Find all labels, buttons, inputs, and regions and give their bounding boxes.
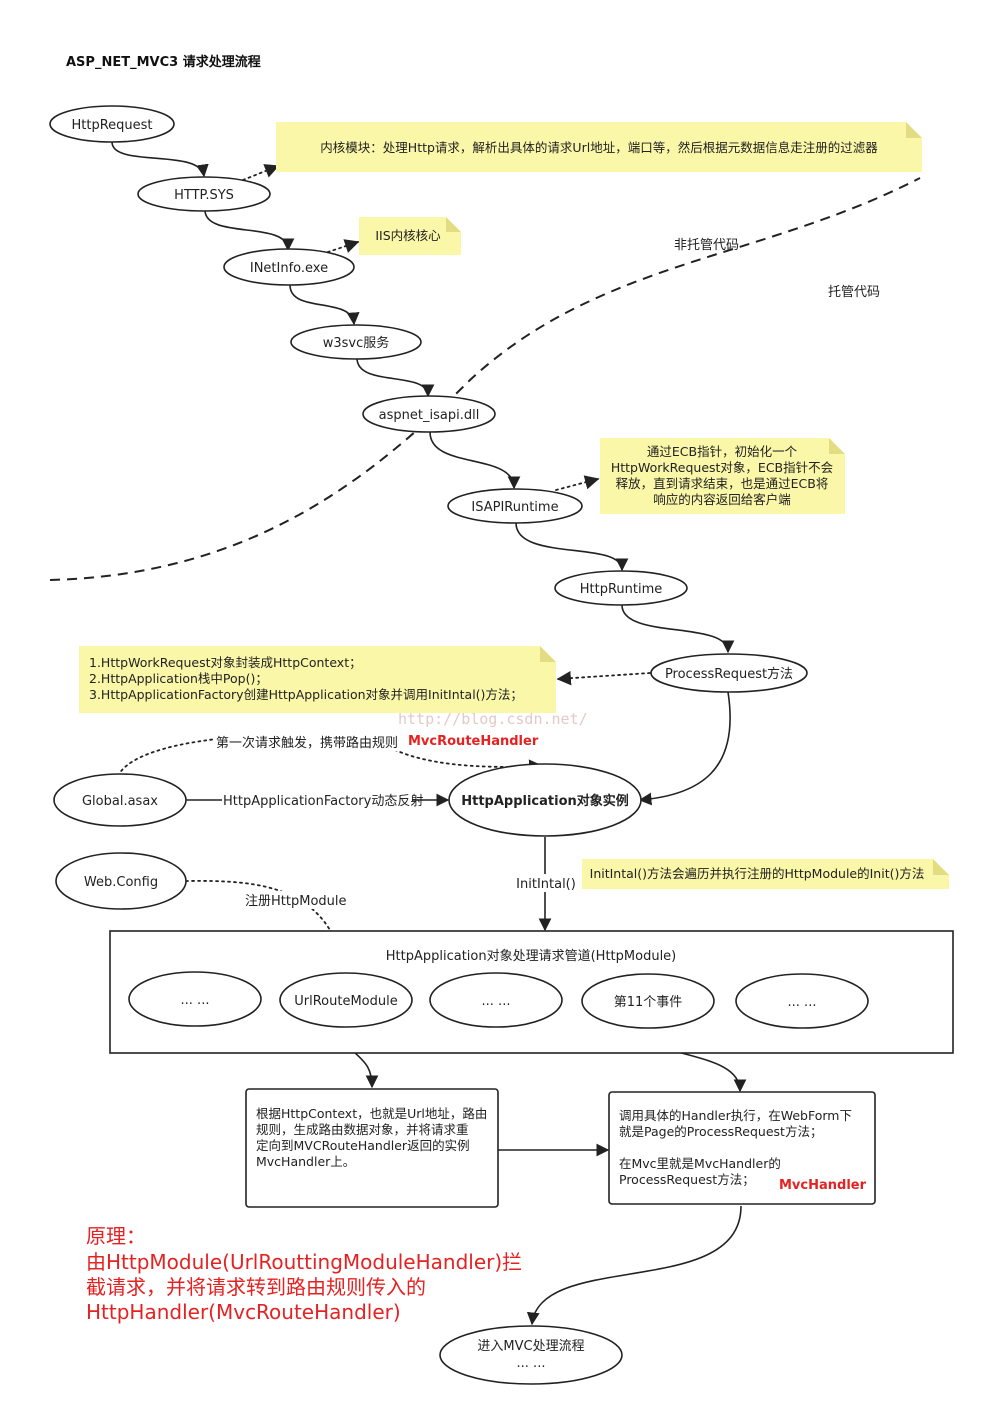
dotted-global-to-httpapplication <box>117 734 544 777</box>
edge-httpruntime-to-processrequest <box>621 604 735 654</box>
pipeline-module-5: ... ... <box>735 973 869 1029</box>
pipeline-title: HttpApplication对象处理请求管道(HttpModule) <box>386 949 677 964</box>
svg-text:响应的内容返回给客户端: 响应的内容返回给客户端 <box>653 492 791 507</box>
svg-text:就是Page的ProcessRequest方法；: 就是Page的ProcessRequest方法； <box>619 1124 822 1139</box>
node-global-asax: Global.asax <box>53 773 187 827</box>
node-isapi-runtime: ISAPIRuntime <box>447 488 583 524</box>
svg-text:由HttpModule(UrlRouttingModuleH: 由HttpModule(UrlRouttingModuleHandler)拦 <box>86 1250 522 1274</box>
label-init-intal-call: InitIntal() <box>516 877 576 892</box>
svg-text:1.HttpWorkRequest对象封装成HttpCont: 1.HttpWorkRequest对象封装成HttpContext； <box>89 655 362 670</box>
svg-text:MvcHandler上。: MvcHandler上。 <box>256 1154 355 1169</box>
svg-text:UrlRouteModule: UrlRouteModule <box>294 994 397 1009</box>
svg-text:IIS内核核心: IIS内核核心 <box>375 228 441 243</box>
managed-code-label: 托管代码 <box>828 285 880 300</box>
pipeline-module-3: ... ... <box>429 972 563 1028</box>
node-http-sys: HTTP.SYS <box>137 176 271 212</box>
edge-isapi-to-isapiruntime <box>429 431 521 490</box>
label-factory-reflection: HttpApplicationFactory动态反射 <box>223 793 423 809</box>
handler-description-box: 调用具体的Handler执行，在WebForm下 就是Page的ProcessR… <box>608 1091 876 1205</box>
svg-text:... ...: ... ... <box>482 994 511 1009</box>
svg-text:根据HttpContext，也就是Url地址，路由: 根据HttpContext，也就是Url地址，路由 <box>256 1106 487 1121</box>
svg-text:原理：: 原理： <box>86 1224 146 1248</box>
mvc-handler-tag: MvcHandler <box>779 1178 867 1193</box>
svg-text:ProcessRequest方法: ProcessRequest方法 <box>665 666 793 682</box>
note-iis-kernel: IIS内核核心 <box>359 217 461 255</box>
node-w3svc: w3svc服务 <box>290 324 422 360</box>
svg-text:Global.asax: Global.asax <box>82 794 158 809</box>
svg-text:释放，直到请求结束，也是通过ECB将: 释放，直到请求结束，也是通过ECB将 <box>616 476 829 491</box>
svg-text:InitIntal()方法会遍历并执行注册的HttpModu: InitIntal()方法会遍历并执行注册的HttpModule的Init()方… <box>590 866 925 881</box>
pipeline-module-1: ... ... <box>128 971 262 1027</box>
dotted-httpsys-to-note <box>242 164 280 181</box>
svg-text:2.HttpApplication栈中Pop()；: 2.HttpApplication栈中Pop()； <box>89 671 268 686</box>
edge-isapiruntime-to-httpruntime <box>515 522 629 572</box>
svg-text:进入MVC处理流程: 进入MVC处理流程 <box>477 1339 584 1354</box>
svg-text:... ...: ... ... <box>517 1356 546 1371</box>
svg-text:定向到MVCRouteHandler返回的实例: 定向到MVCRouteHandler返回的实例 <box>256 1138 470 1153</box>
svg-text:HttpWorkRequest对象，ECB指针不会: HttpWorkRequest对象，ECB指针不会 <box>611 460 834 475</box>
managed-boundary-line <box>49 177 921 581</box>
node-aspnet-isapi: aspnet_isapi.dll <box>362 395 496 433</box>
node-web-config: Web.Config <box>55 852 187 910</box>
svg-text:调用具体的Handler执行，在WebForm下: 调用具体的Handler执行，在WebForm下 <box>619 1108 852 1123</box>
svg-text:HttpRuntime: HttpRuntime <box>580 582 663 597</box>
label-register-module: 注册HttpModule <box>245 894 347 909</box>
pipeline-module-event-11: 第11个事件 <box>581 973 715 1029</box>
page-title: ASP_NET_MVC3 请求处理流程 <box>66 54 261 70</box>
svg-text:内核模块：处理Http请求，解析出具体的请求Url地址，端口: 内核模块：处理Http请求，解析出具体的请求Url地址，端口等，然后根据元数据信… <box>320 140 878 155</box>
svg-text:... ...: ... ... <box>788 995 817 1010</box>
pipeline-module-url-route: UrlRouteModule <box>279 972 413 1028</box>
node-http-runtime: HttpRuntime <box>554 570 688 606</box>
node-http-application: HttpApplication对象实例 <box>448 763 642 837</box>
svg-text:INetInfo.exe: INetInfo.exe <box>250 261 328 276</box>
dotted-processrequest-to-note <box>556 670 651 686</box>
note-init-intal: InitIntal()方法会遍历并执行注册的HttpModule的Init()方… <box>582 859 949 889</box>
unmanaged-code-label: 非托管代码 <box>674 238 739 253</box>
edge-request-to-httpsys <box>111 141 209 178</box>
edge-w3svc-to-isapi <box>356 357 435 398</box>
note-ecb: 通过ECB指针，初始化一个 HttpWorkRequest对象，ECB指针不会 … <box>600 438 845 514</box>
svg-text:HttpHandler(MvcRouteHandler): HttpHandler(MvcRouteHandler) <box>86 1300 401 1324</box>
svg-text:HttpRequest: HttpRequest <box>71 118 152 133</box>
label-mvc-route-handler: MvcRouteHandler <box>408 734 539 749</box>
svg-text:第11个事件: 第11个事件 <box>614 995 683 1010</box>
node-enter-mvc: 进入MVC处理流程 ... ... <box>439 1325 623 1385</box>
edge-httpsys-to-inetinfo <box>204 209 295 252</box>
dotted-isapiruntime-to-note <box>555 475 600 491</box>
principle-text: 原理： 由HttpModule(UrlRouttingModuleHandler… <box>86 1224 522 1324</box>
svg-text:在Mvc里就是MvcHandler的: 在Mvc里就是MvcHandler的 <box>619 1156 781 1171</box>
svg-text:ProcessRequest方法；: ProcessRequest方法； <box>619 1172 755 1187</box>
route-description-box: 根据HttpContext，也就是Url地址，路由 规则，生成路由数据对象，并将… <box>245 1088 499 1208</box>
svg-text:规则，生成路由数据对象，并将请求重: 规则，生成路由数据对象，并将请求重 <box>256 1122 469 1137</box>
svg-text:3.HttpApplicationFactory创建Http: 3.HttpApplicationFactory创建HttpApplicatio… <box>89 687 523 702</box>
svg-text:通过ECB指针，初始化一个: 通过ECB指针，初始化一个 <box>647 444 798 459</box>
svg-text:截请求，并将请求转到路由规则传入的: 截请求，并将请求转到路由规则传入的 <box>86 1275 426 1299</box>
edge-handlerbox-to-mvc <box>526 1205 742 1326</box>
node-http-request: HttpRequest <box>49 105 175 143</box>
svg-text:ISAPIRuntime: ISAPIRuntime <box>471 500 558 515</box>
note-process-steps: 1.HttpWorkRequest对象封装成HttpContext； 2.Htt… <box>79 646 556 713</box>
watermark: http://blog.csdn.net/ <box>398 710 588 728</box>
svg-text:aspnet_isapi.dll: aspnet_isapi.dll <box>379 408 480 423</box>
edge-inetinfo-to-w3svc <box>289 284 360 326</box>
node-inetinfo: INetInfo.exe <box>223 248 355 286</box>
node-process-request: ProcessRequest方法 <box>650 653 808 693</box>
svg-text:HTTP.SYS: HTTP.SYS <box>174 188 234 203</box>
svg-text:... ...: ... ... <box>181 993 210 1008</box>
note-kernel-module: 内核模块：处理Http请求，解析出具体的请求Url地址，端口等，然后根据元数据信… <box>276 122 922 172</box>
svg-text:HttpApplication对象实例: HttpApplication对象实例 <box>461 793 629 809</box>
svg-text:Web.Config: Web.Config <box>84 875 158 890</box>
svg-text:w3svc服务: w3svc服务 <box>323 335 390 351</box>
label-first-request: 第一次请求触发，携带路由规则 <box>216 735 398 751</box>
edge-processrequest-to-httpapplication <box>638 691 731 806</box>
